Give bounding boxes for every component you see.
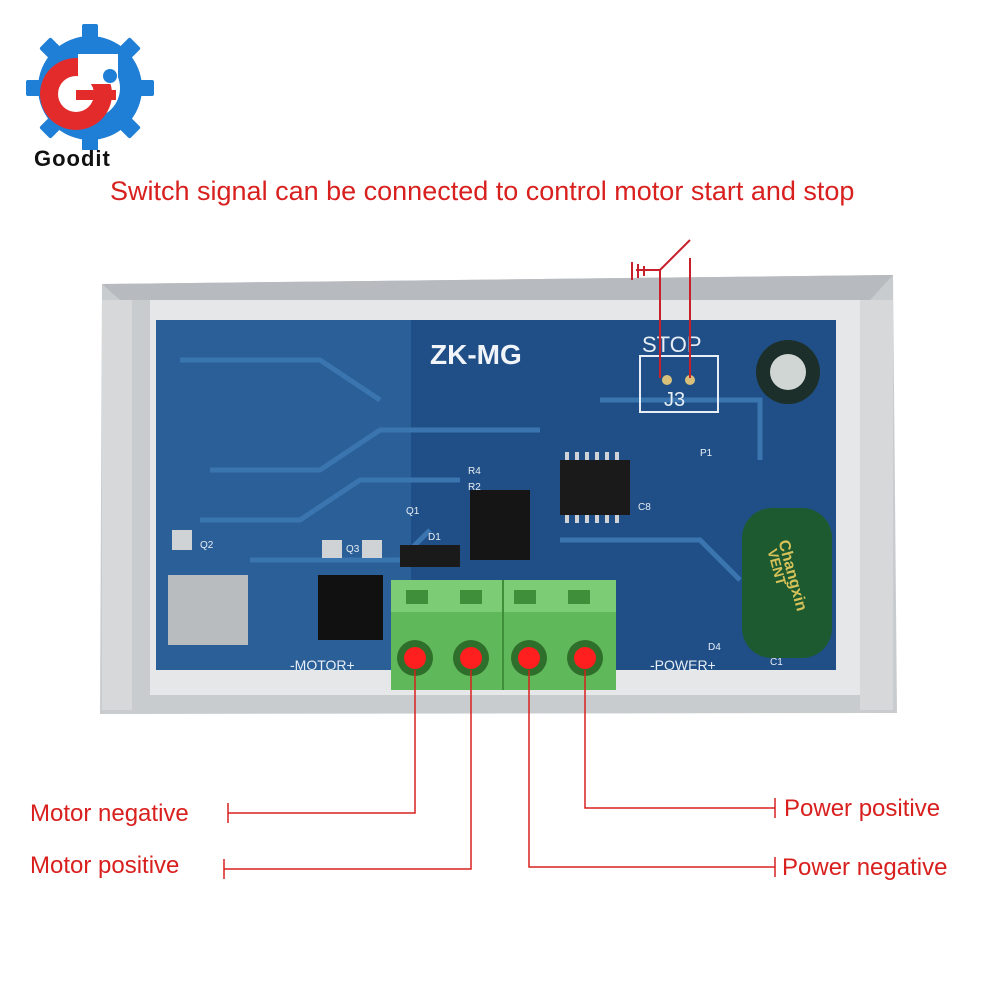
- pcb-model-label: ZK-MG: [430, 339, 522, 370]
- callout-power-negative: Power negative: [782, 854, 948, 881]
- terminal-block: [391, 580, 616, 690]
- component-label: D1: [428, 532, 441, 543]
- callout-motor-negative: Motor negative: [30, 800, 189, 827]
- motor-silk-label: -MOTOR+: [290, 657, 355, 673]
- component-label: C1: [770, 657, 783, 668]
- headline: Switch signal can be connected to contro…: [110, 176, 855, 206]
- stop-label: STOP: [642, 332, 702, 357]
- component-label: R2: [468, 482, 481, 493]
- brand-name: Goodit: [34, 146, 111, 171]
- component-label: Q3: [346, 544, 360, 555]
- component-label: P1: [700, 448, 713, 459]
- component-label: Q2: [200, 540, 214, 551]
- component-label: C8: [638, 502, 651, 513]
- component-label: Q1: [406, 506, 420, 517]
- gear-g-logo-icon: [26, 24, 154, 150]
- component-label: R4: [468, 466, 481, 477]
- component-label: D4: [708, 642, 721, 653]
- callout-power-positive: Power positive: [784, 795, 941, 822]
- jumper-label: J3: [664, 389, 685, 411]
- power-silk-label: -POWER+: [650, 657, 716, 673]
- callout-motor-positive: Motor positive: [30, 852, 180, 879]
